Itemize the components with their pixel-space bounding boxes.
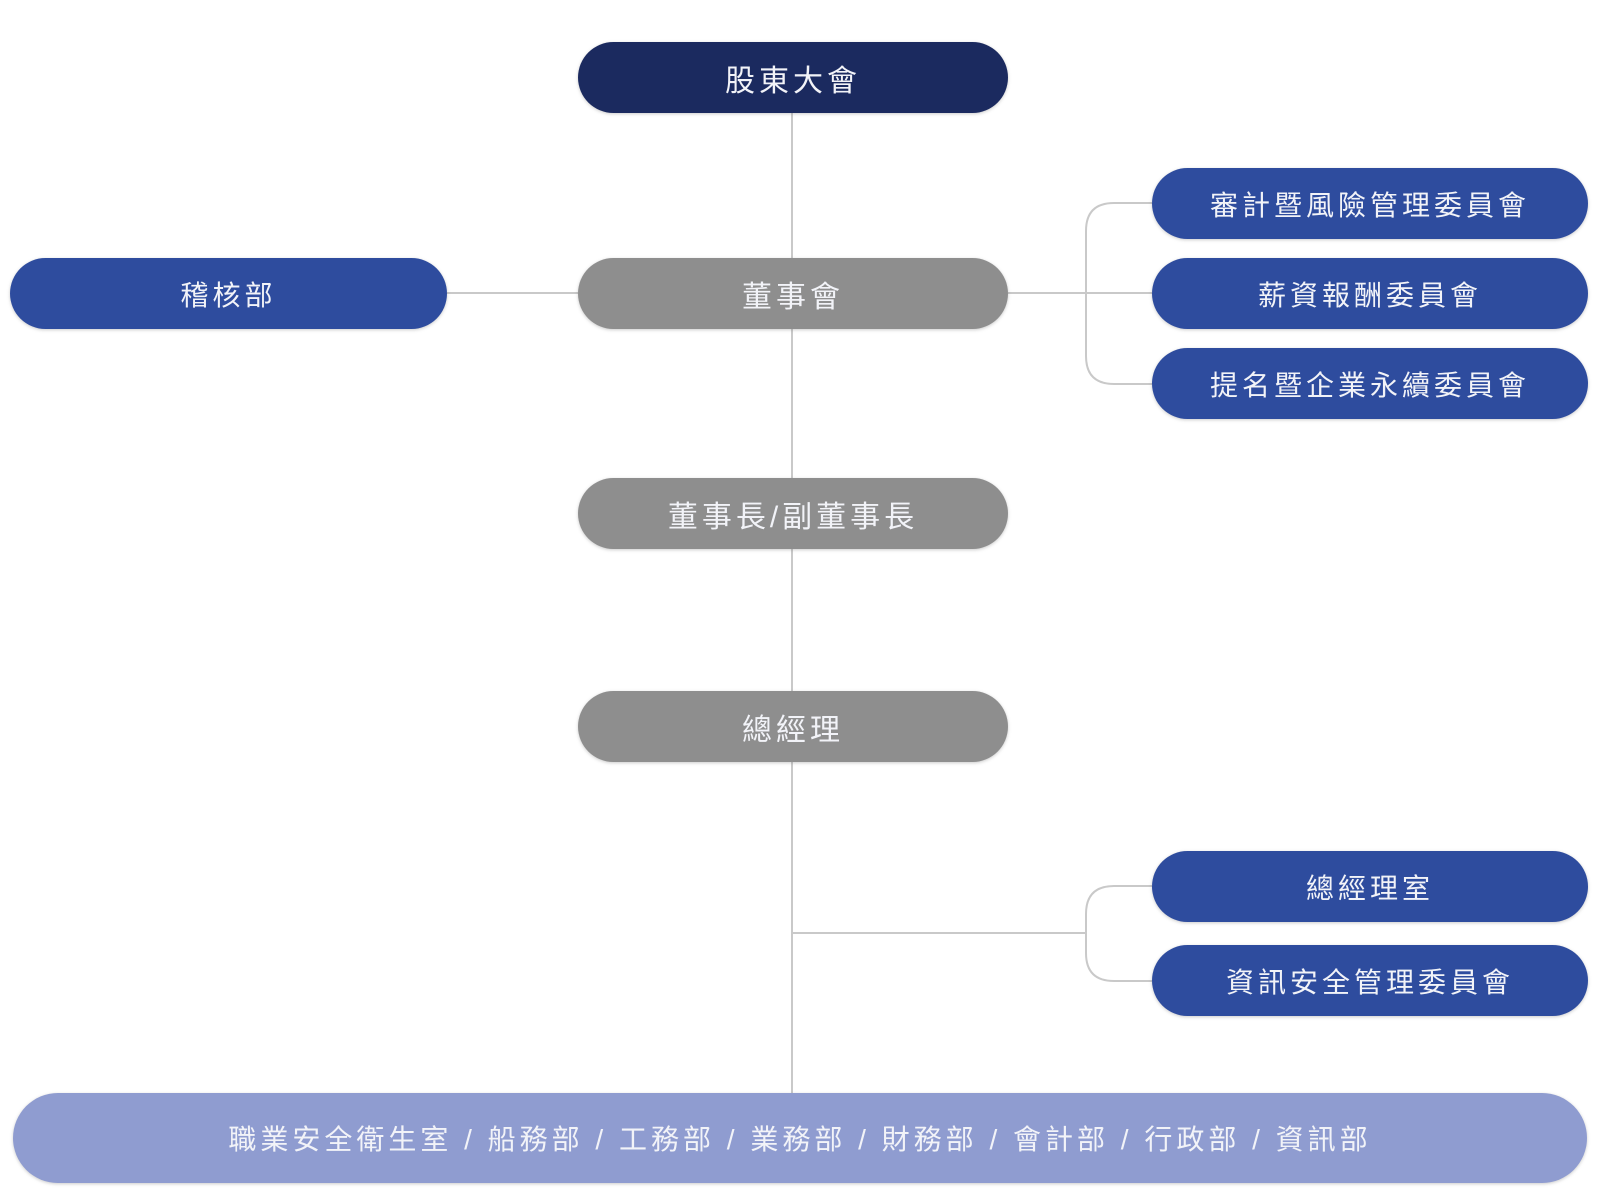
president-units-bracket — [1085, 885, 1152, 982]
node-board-of-directors: 董事會 — [578, 258, 1008, 329]
node-audit-department: 稽核部 — [10, 258, 447, 329]
node-general-manager-office: 總經理室 — [1152, 851, 1588, 922]
connector-board-chairman — [791, 329, 793, 478]
node-general-manager: 總經理 — [578, 691, 1008, 762]
connector-president-units — [792, 932, 1085, 934]
connector-shareholders-board — [791, 112, 793, 258]
connector-president-departments — [791, 762, 793, 1093]
node-remuneration-committee: 薪資報酬委員會 — [1152, 258, 1588, 329]
node-nomination-sustainability-committee: 提名暨企業永續委員會 — [1152, 348, 1588, 419]
node-information-security-committee: 資訊安全管理委員會 — [1152, 945, 1588, 1016]
node-departments-bar: 職業安全衛生室 / 船務部 / 工務部 / 業務部 / 財務部 / 會計部 / … — [13, 1093, 1587, 1183]
node-audit-risk-committee: 審計暨風險管理委員會 — [1152, 168, 1588, 239]
connector-audit-board — [447, 292, 578, 294]
connector-board-committees — [1008, 292, 1152, 294]
node-chairman-vice-chairman: 董事長/副董事長 — [578, 478, 1008, 549]
connector-chairman-president — [791, 549, 793, 691]
node-shareholders-meeting: 股東大會 — [578, 42, 1008, 113]
